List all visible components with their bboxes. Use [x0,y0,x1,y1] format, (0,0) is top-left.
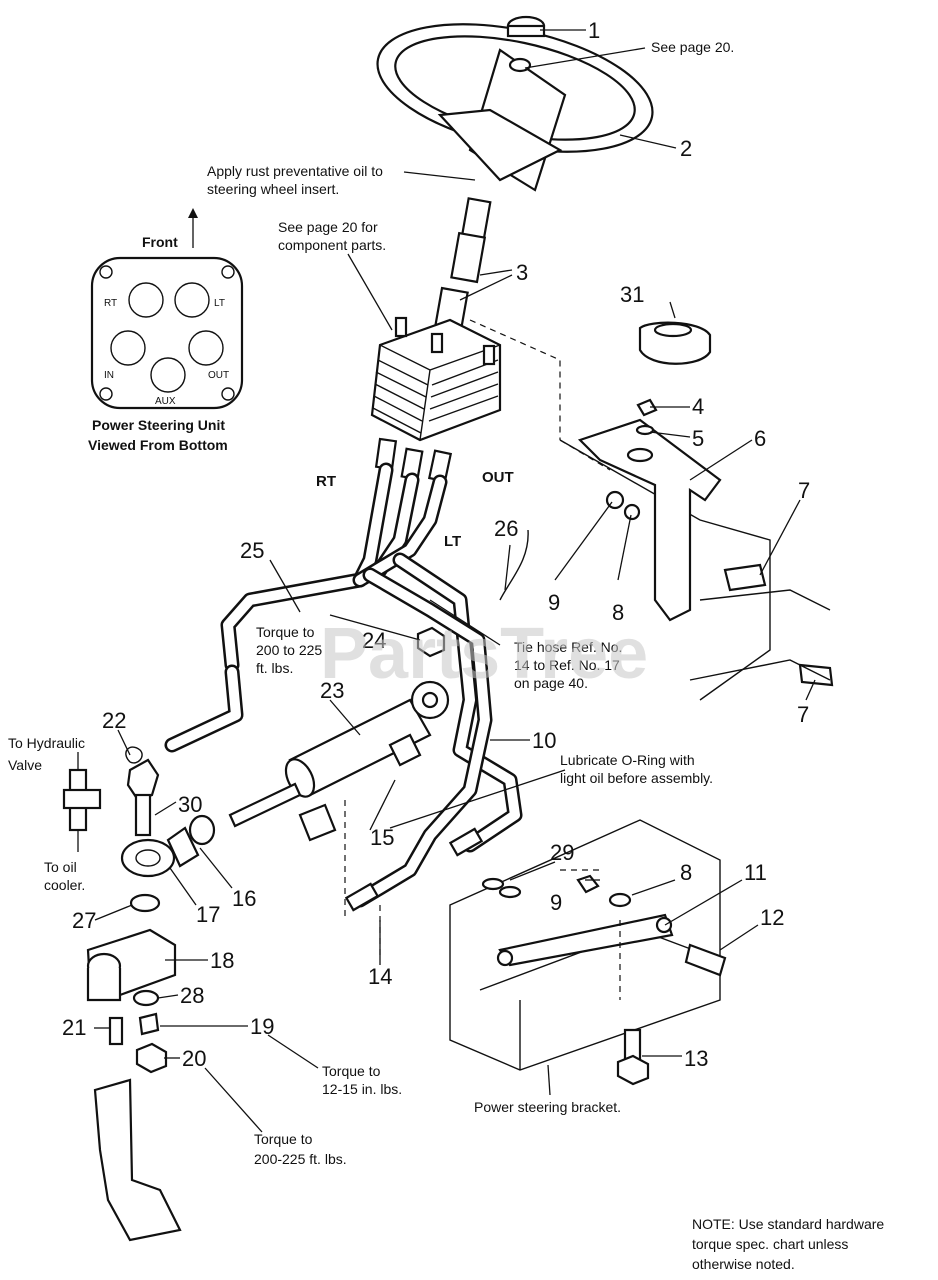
ball-joint-assembly [120,758,216,913]
callout-25: 25 [240,538,264,563]
clip-22 [125,746,143,764]
callout-26: 26 [494,516,518,541]
callout-2: 2 [680,136,692,161]
rust-oil-note-line2: steering wheel insert. [207,181,339,197]
hose-out-label: OUT [482,469,514,486]
callout-18: 18 [210,948,234,973]
note-line1: NOTE: Use standard hardware [692,1216,884,1232]
leader-lines [94,29,816,1133]
psu-caption-line2: Viewed From Bottom [88,437,228,453]
torque-note-b-line2: 12-15 in. lbs. [322,1081,402,1097]
callout-24: 24 [362,628,386,653]
callout-10: 10 [532,728,556,753]
steering-wheel [376,15,654,192]
callout-8a: 8 [612,600,624,625]
callout-27: 27 [72,908,96,933]
callout-4: 4 [692,394,704,419]
callout-23: 23 [320,678,344,703]
psu-bottom-view: RT LT IN OUT AUX Front Power Steering Un… [88,208,244,453]
port-in-label: IN [104,370,114,381]
callout-6: 6 [754,426,766,451]
tie-hose-note-line3: on page 40. [514,675,588,691]
callout-13: 13 [684,1046,708,1071]
front-label: Front [142,234,178,250]
steering-arm-clamp [86,928,182,1242]
nut-24 [416,626,446,658]
callout-1: 1 [588,18,600,43]
callout-22: 22 [102,708,126,733]
callout-15: 15 [370,825,394,850]
watermark: PartsTree [320,614,648,694]
annotations: See page 20. Apply rust preventative oil… [8,39,884,1272]
torque-note-a-line1: Torque to [256,624,315,640]
rust-oil-note-line1: Apply rust preventative oil to [207,163,383,179]
hydraulic-valve-fitting [62,752,102,852]
callout-numbers: 1 2 3 31 4 5 6 7 7 9 8 26 25 24 23 22 10… [62,18,810,1071]
oil-cooler-note-line2: cooler. [44,877,85,893]
callout-16: 16 [232,886,256,911]
see-page-20-note: See page 20. [651,39,734,55]
callout-9b: 9 [550,890,562,915]
tie-hose-note-line1: Tie hose Ref. No. [514,639,622,655]
torque-note-a-line3: ft. lbs. [256,660,293,676]
callout-7b: 7 [797,702,809,727]
callout-9a: 9 [548,590,560,615]
callout-29: 29 [550,840,574,865]
port-rt-label: RT [104,298,117,309]
callout-21: 21 [62,1015,86,1040]
torque-note-c-line2: 200-225 ft. lbs. [254,1151,347,1167]
bracket-label: Power steering bracket. [474,1099,621,1115]
callout-7a: 7 [798,478,810,503]
callout-8b: 8 [680,860,692,885]
hose-rt-label: RT [316,473,336,490]
steering-cylinder [228,680,450,842]
port-lt-label: LT [214,298,225,309]
callout-17: 17 [196,902,220,927]
hydraulic-valve-note-line2: Valve [8,757,42,773]
callout-31: 31 [620,282,644,307]
hydraulic-valve-note-line1: To Hydraulic [8,735,85,751]
tie-hose-note-line2: 14 to Ref. No. 17 [514,657,620,673]
note-line2: torque spec. chart unless [692,1236,848,1252]
oil-cooler-note-line1: To oil [44,859,77,875]
callout-28: 28 [180,983,204,1008]
hoses [164,462,529,912]
torque-note-b-line1: Torque to [322,1063,381,1079]
callout-20: 20 [182,1046,206,1071]
torque-note-a-line2: 200 to 225 [256,642,322,658]
callout-19: 19 [250,1014,274,1039]
components-note-line2: component parts. [278,237,386,253]
lube-note-line1: Lubricate O-Ring with [560,752,695,768]
psu-caption-line1: Power Steering Unit [92,417,225,433]
power-steering-unit [370,316,502,483]
callout-5: 5 [692,426,704,451]
callout-12: 12 [760,905,784,930]
callout-3: 3 [516,260,528,285]
callout-11: 11 [744,860,767,885]
callout-14: 14 [368,964,392,989]
hose-lt-label: LT [444,533,461,550]
components-note-line1: See page 20 for [278,219,378,235]
steering-shaft [432,197,492,339]
lube-note-line2: light oil before assembly. [560,770,713,786]
frame-bracket [469,319,834,701]
power-steering-bracket [344,800,727,1086]
port-out-label: OUT [208,370,229,381]
callout-30: 30 [178,792,202,817]
note-line3: otherwise noted. [692,1256,795,1272]
torque-note-c-line1: Torque to [254,1131,313,1147]
port-aux-label: AUX [155,396,176,407]
